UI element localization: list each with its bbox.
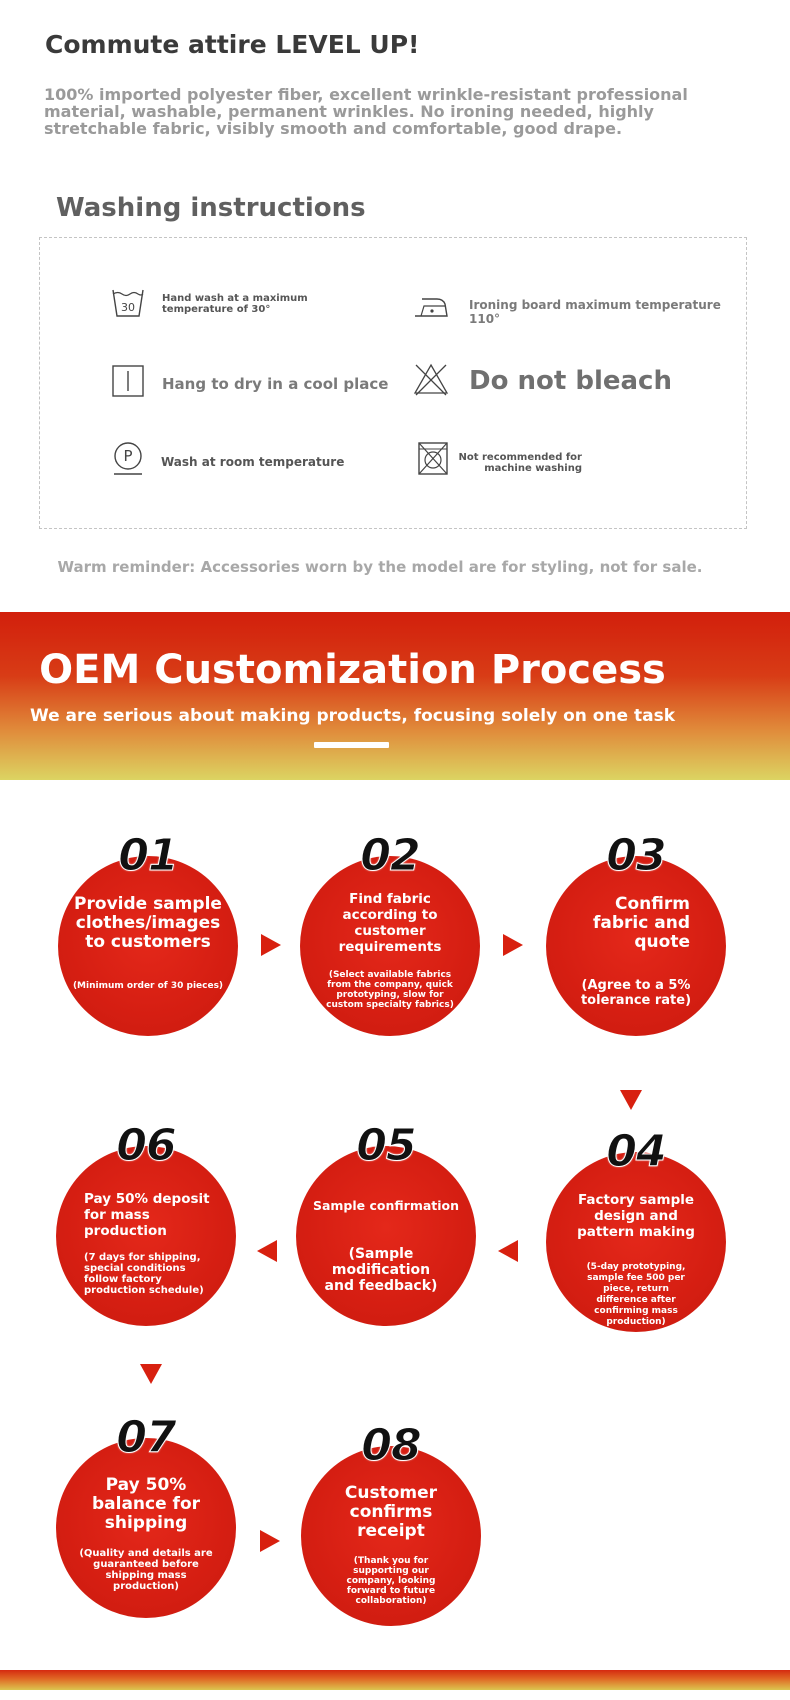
- step-01: 01 Provide sample clothes/images to cust…: [58, 830, 238, 1036]
- banner-underline: [314, 742, 389, 748]
- arrow-04-05: [498, 1240, 518, 1262]
- arrow-07-08: [260, 1530, 280, 1552]
- step-08: 08 Customer confirms receipt (Thank you …: [301, 1420, 481, 1626]
- step-05-title: Sample confirmation: [312, 1198, 460, 1213]
- step-06-number: 06: [116, 1120, 177, 1172]
- washing-title: Washing instructions: [56, 193, 366, 223]
- step-08-circle: [301, 1446, 481, 1626]
- no-machine-wash-icon: [418, 442, 448, 475]
- step-04-title: Factory sample design and pattern making: [577, 1192, 695, 1240]
- step-06-circle: [56, 1146, 236, 1326]
- dry-clean-p-text: P: [123, 447, 132, 465]
- dry-clean-p-icon: P: [114, 442, 142, 475]
- hand-wash-30-text: 30: [121, 301, 135, 314]
- hand-wash-30-icon: 30: [112, 289, 144, 317]
- hang-dry-icon: [112, 365, 144, 397]
- step-04-note: (5-day prototyping, sample fee 500 per p…: [586, 1262, 686, 1327]
- wash-label-no-bleach: Do not bleach: [469, 366, 672, 396]
- step-03-number: 03: [606, 830, 667, 882]
- step-05-note: (Sample modification and feedback): [324, 1246, 438, 1294]
- step-01-circle: [58, 856, 238, 1036]
- step-05: 05 Sample confirmation (Sample modificat…: [296, 1120, 476, 1326]
- step-08-number: 08: [361, 1420, 422, 1472]
- step-02-number: 02: [360, 830, 421, 882]
- oem-banner: OEM Customization Process We are serious…: [0, 612, 790, 780]
- wash-label-hand-wash: Hand wash at a maximum temperature of 30…: [162, 293, 308, 315]
- wash-label-no-machine: Not recommended for machine washing: [458, 452, 583, 474]
- step-04: 04 Factory sample design and pattern mak…: [546, 1126, 726, 1332]
- warm-reminder: Warm reminder: Accessories worn by the m…: [57, 558, 703, 576]
- step-01-note: (Minimum order of 30 pieces): [72, 981, 224, 991]
- step-03-title: Confirm fabric and quote: [593, 894, 690, 952]
- step-05-circle: [296, 1146, 476, 1326]
- step-02-note: (Select available fabrics from the compa…: [326, 970, 454, 1010]
- step-07-note: (Quality and details are guaranteed befo…: [79, 1548, 213, 1592]
- wash-label-room-temp: Wash at room temperature: [161, 455, 345, 469]
- step-04-number: 04: [606, 1126, 667, 1178]
- wash-label-iron: Ironing board maximum temperature 110°: [469, 298, 721, 326]
- bottom-stripe: [0, 1670, 790, 1690]
- intro-text: 100% imported polyester fiber, excellent…: [44, 85, 688, 138]
- step-02-circle: [300, 856, 480, 1036]
- step-03: 03 Confirm fabric and quote (Agree to a …: [546, 830, 726, 1036]
- arrow-03-04: [620, 1090, 642, 1110]
- step-02: 02 Find fabric according to customer req…: [300, 830, 480, 1036]
- step-07: 07 Pay 50% balance for shipping (Quality…: [56, 1412, 236, 1618]
- step-02-title: Find fabric according to customer requir…: [338, 891, 442, 955]
- step-03-circle: [546, 856, 726, 1036]
- step-01-title: Provide sample clothes/images to custome…: [74, 894, 222, 952]
- arrow-06-07: [140, 1364, 162, 1384]
- step-07-circle: [56, 1438, 236, 1618]
- step-08-title: Customer confirms receipt: [344, 1483, 438, 1541]
- wash-label-hang-dry: Hang to dry in a cool place: [162, 375, 389, 393]
- oem-banner-title: OEM Customization Process: [39, 647, 666, 693]
- step-04-circle: [546, 1152, 726, 1332]
- step-03-note: (Agree to a 5% tolerance rate): [580, 978, 692, 1008]
- step-08-note: (Thank you for supporting our company, l…: [346, 1556, 436, 1606]
- step-07-title: Pay 50% balance for shipping: [91, 1475, 201, 1533]
- arrow-01-02: [261, 934, 281, 956]
- step-01-number: 01: [118, 830, 179, 882]
- iron-icon: [415, 298, 448, 317]
- intro-title: Commute attire LEVEL UP!: [45, 30, 420, 59]
- step-06-title: Pay 50% deposit for mass production: [84, 1191, 210, 1239]
- no-bleach-icon: [413, 363, 449, 396]
- washing-box: [39, 237, 747, 529]
- arrow-05-06: [257, 1240, 277, 1262]
- step-06: 06 Pay 50% deposit for mass production (…: [56, 1120, 236, 1326]
- step-06-note: (7 days for shipping, special conditions…: [84, 1252, 204, 1296]
- step-05-number: 05: [356, 1120, 417, 1172]
- arrow-02-03: [503, 934, 523, 956]
- step-07-number: 07: [116, 1412, 177, 1464]
- oem-banner-subtitle: We are serious about making products, fo…: [29, 706, 676, 726]
